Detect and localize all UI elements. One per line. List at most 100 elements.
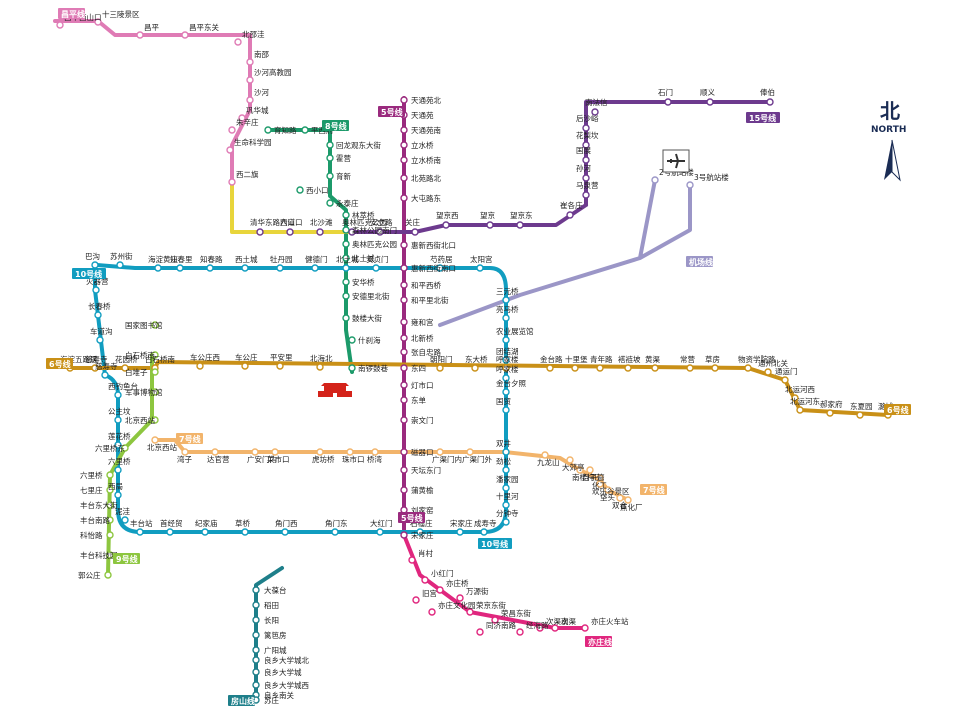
station-line10-23[interactable]: [502, 501, 510, 509]
station-yizhuang-5[interactable]: [428, 608, 436, 616]
station-line8-9[interactable]: [342, 240, 350, 248]
station-line15-15[interactable]: [348, 228, 356, 236]
station-line10-41[interactable]: [101, 371, 109, 379]
station-line8-14[interactable]: [348, 336, 356, 344]
station-yizhuang-11[interactable]: [536, 624, 544, 632]
station-line7-2[interactable]: [211, 448, 219, 456]
station-line10-18[interactable]: [502, 388, 510, 396]
station-line15-4[interactable]: [582, 124, 590, 132]
station-line15-7[interactable]: [582, 174, 590, 182]
station-line7-13[interactable]: [566, 456, 574, 464]
station-fangshan-7[interactable]: [252, 668, 260, 676]
station-line6-14[interactable]: [571, 364, 579, 372]
station-fangshan-1[interactable]: [252, 586, 260, 594]
station-line6-21[interactable]: [764, 368, 772, 376]
station-yizhuang-2[interactable]: [421, 576, 429, 584]
station-line7-20[interactable]: [624, 496, 632, 504]
station-line5-17[interactable]: [400, 416, 408, 424]
station-line10-2[interactable]: [154, 264, 162, 272]
station-line6-15[interactable]: [596, 364, 604, 372]
station-line10-4[interactable]: [206, 264, 214, 272]
station-line10-19[interactable]: [502, 406, 510, 414]
station-changping-4[interactable]: [234, 38, 242, 46]
station-line6-7[interactable]: [316, 363, 324, 371]
station-line7-17[interactable]: [596, 480, 604, 488]
station-yizhuang-3[interactable]: [412, 596, 420, 604]
station-line10-15[interactable]: [502, 336, 510, 344]
station-line9-9[interactable]: [106, 516, 114, 524]
station-fangshan-5[interactable]: [252, 646, 260, 654]
station-line6-18[interactable]: [686, 364, 694, 372]
station-changping-2[interactable]: [136, 31, 144, 39]
station-line9-0[interactable]: [151, 321, 159, 329]
station-line15-5[interactable]: [582, 141, 590, 149]
station-line5-13[interactable]: [400, 348, 408, 356]
station-line9-10[interactable]: [106, 531, 114, 539]
station-line7-12[interactable]: [541, 451, 549, 459]
station-line10-37[interactable]: [114, 466, 122, 474]
station-line9-1[interactable]: [151, 351, 159, 359]
station-line10-7[interactable]: [311, 264, 319, 272]
station-yizhuang-1[interactable]: [408, 556, 416, 564]
station-line10-11[interactable]: [436, 264, 444, 272]
station-yizhuang-12[interactable]: [551, 624, 559, 632]
station-line5-7[interactable]: [400, 241, 408, 249]
station-line15-1[interactable]: [706, 98, 714, 106]
station-line9-2[interactable]: [151, 368, 159, 376]
station-line5-15[interactable]: [400, 381, 408, 389]
station-line15-10[interactable]: [516, 221, 524, 229]
station-line10-39[interactable]: [114, 416, 122, 424]
station-line10-21[interactable]: [502, 466, 510, 474]
station-changping-8[interactable]: [238, 114, 246, 122]
station-changping-10[interactable]: [226, 146, 234, 154]
station-changping-11[interactable]: [228, 178, 236, 186]
station-line8-10[interactable]: [342, 254, 350, 262]
station-line8-15[interactable]: [348, 364, 356, 372]
station-yizhuang-10[interactable]: [516, 628, 524, 636]
station-line5-12[interactable]: [400, 334, 408, 342]
station-line9-7[interactable]: [106, 486, 114, 494]
station-line10-40[interactable]: [114, 391, 122, 399]
station-line10-14[interactable]: [502, 314, 510, 322]
station-line6-1[interactable]: [91, 364, 99, 372]
station-line10-13[interactable]: [502, 296, 510, 304]
station-line10-36[interactable]: [114, 491, 122, 499]
station-line10-38[interactable]: [114, 441, 122, 449]
station-line15-2[interactable]: [664, 98, 672, 106]
station-line10-6[interactable]: [276, 264, 284, 272]
station-line10-27[interactable]: [416, 528, 424, 536]
station-line10-42[interactable]: [96, 336, 104, 344]
station-line10-29[interactable]: [331, 528, 339, 536]
station-line10-5[interactable]: [241, 264, 249, 272]
station-line8-11[interactable]: [342, 278, 350, 286]
station-line9-12[interactable]: [104, 571, 112, 579]
station-line10-12[interactable]: [476, 264, 484, 272]
station-line7-0[interactable]: [151, 436, 159, 444]
station-line8-2[interactable]: [326, 141, 334, 149]
station-line5-8[interactable]: [400, 264, 408, 272]
station-line15-18[interactable]: [256, 228, 264, 236]
station-line15-0[interactable]: [766, 98, 774, 106]
station-airport-0[interactable]: [651, 176, 659, 184]
station-line10-24[interactable]: [502, 518, 510, 526]
station-line10-20[interactable]: [502, 448, 510, 456]
station-yizhuang-13[interactable]: [581, 624, 589, 632]
station-line10-3[interactable]: [176, 264, 184, 272]
station-line6-2[interactable]: [121, 364, 129, 372]
station-fangshan-2[interactable]: [252, 601, 260, 609]
station-line6-11[interactable]: [471, 364, 479, 372]
station-line8-3[interactable]: [326, 154, 334, 162]
station-line10-1[interactable]: [116, 261, 124, 269]
station-line5-5[interactable]: [400, 174, 408, 182]
station-line5-14[interactable]: [400, 364, 408, 372]
station-fangshan-6[interactable]: [252, 656, 260, 664]
station-line5-4[interactable]: [400, 156, 408, 164]
station-line8-0[interactable]: [264, 126, 272, 134]
station-line15-9[interactable]: [566, 211, 574, 219]
station-line7-18[interactable]: [604, 486, 612, 494]
station-line5-20[interactable]: [400, 486, 408, 494]
station-line5-9[interactable]: [400, 281, 408, 289]
station-line7-14[interactable]: [586, 466, 594, 474]
station-line10-44[interactable]: [92, 286, 100, 294]
station-yizhuang-8[interactable]: [491, 616, 499, 624]
